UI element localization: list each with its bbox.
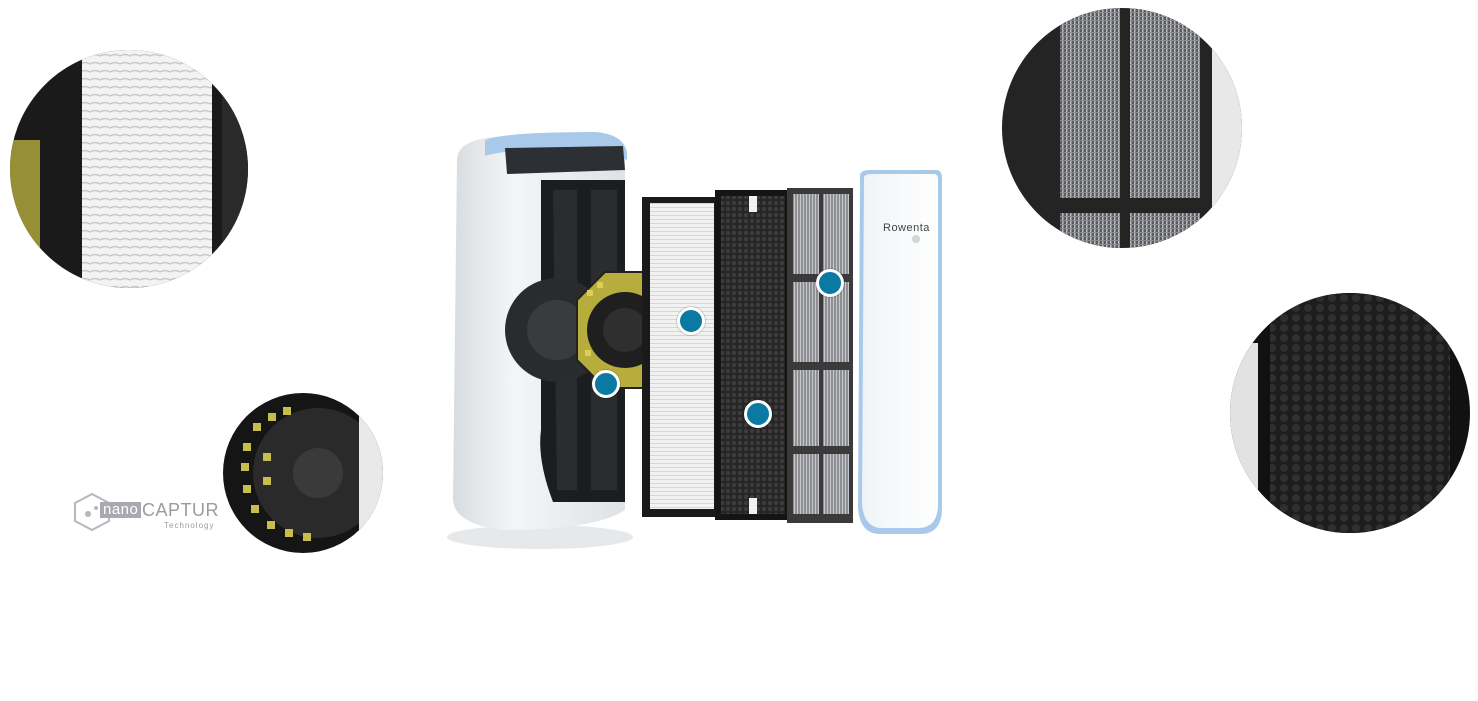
hotspot-carbon-filter[interactable] <box>744 400 772 428</box>
mesh-texture-icon <box>1002 8 1242 248</box>
brand-label: Rowenta <box>883 222 930 234</box>
carbon-filter-panel <box>715 190 791 520</box>
carbon-filter-zoom <box>1230 293 1470 533</box>
nanocaptur-cartridge-texture-icon <box>223 393 383 553</box>
pleated-hepa-texture-icon <box>10 50 248 288</box>
nanocaptur-logo: nano CAPTUR Technology <box>72 488 232 538</box>
pre-filter-zoom <box>1002 8 1242 248</box>
honeycomb-carbon-texture-icon <box>1230 293 1470 533</box>
logo-nano-text: nano <box>100 502 142 518</box>
pre-filter-panel <box>787 188 853 523</box>
hotspot-hepa-filter[interactable] <box>677 307 705 335</box>
front-cover-panel <box>858 170 942 534</box>
hotspot-nanocaptur-filter[interactable] <box>592 370 620 398</box>
hotspot-pre-filter[interactable] <box>816 269 844 297</box>
logo-captur-text: CAPTUR <box>142 500 220 520</box>
logo-technology-text: Technology <box>164 521 215 530</box>
nanocaptur-filter-zoom <box>223 393 383 553</box>
hepa-filter-zoom <box>10 50 248 288</box>
hepa-filter-panel <box>642 197 718 517</box>
